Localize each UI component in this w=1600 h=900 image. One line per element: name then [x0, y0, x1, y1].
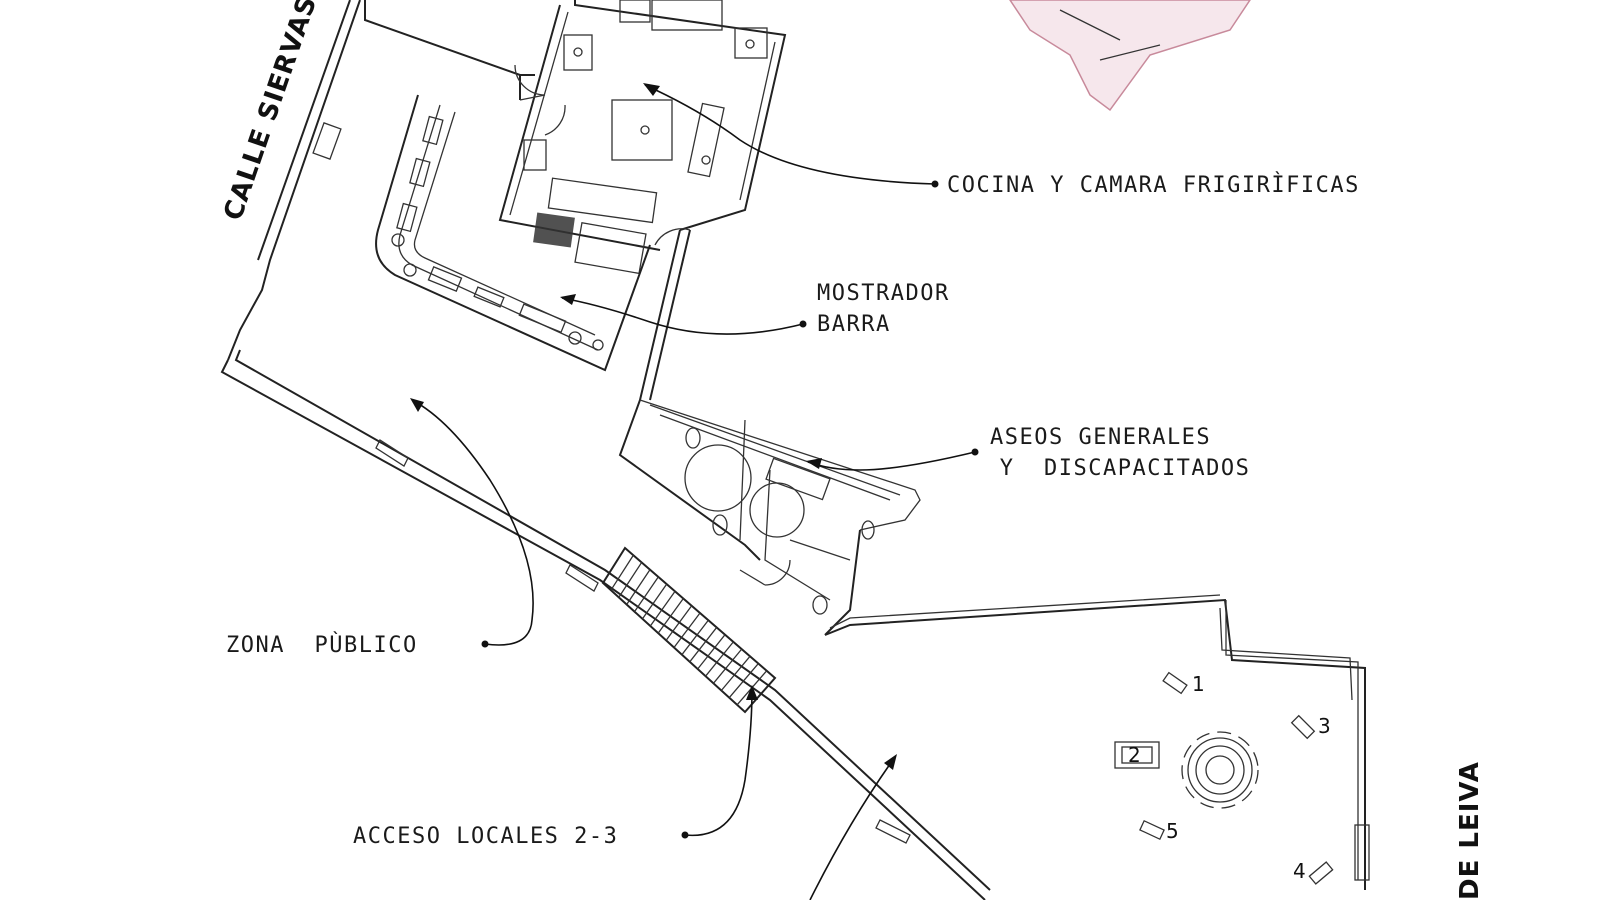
stair-tread: [634, 576, 659, 613]
leader-acceso: [684, 689, 753, 837]
stair-tread: [697, 634, 726, 670]
label-discapacitados: Y DISCAPACITADOS: [985, 456, 1250, 481]
stair-tread: [665, 605, 693, 641]
location-inset: [1009, 0, 1251, 112]
stair-tread: [641, 583, 668, 620]
arrowhead-lower: [884, 754, 897, 770]
stair-tread: [610, 554, 634, 591]
seat-number-2: 2: [1128, 743, 1141, 767]
seat-number-1: 1: [1192, 672, 1205, 696]
labels: CALLE SIERVAS DE LEIVA COCINA Y CAMARA F…: [218, 0, 1485, 900]
label-aseos: ASEOS GENERALES: [990, 425, 1211, 450]
seat-number-3: 3: [1318, 714, 1331, 738]
stairs: [601, 546, 777, 714]
leader-cocina: [644, 84, 936, 185]
bar-counter: [375, 94, 651, 372]
arrowhead-cocina: [643, 83, 660, 96]
arrowhead-zona: [410, 398, 424, 412]
street-label-right: DE LEIVA: [1455, 761, 1485, 900]
interior-walls: [618, 229, 1370, 890]
stair-tread: [649, 590, 676, 627]
leader-aseos: [807, 451, 976, 471]
label-mostrador: MOSTRADOR: [817, 281, 950, 306]
arrowhead-acceso: [746, 685, 758, 700]
restrooms: [649, 404, 901, 615]
stair-tread: [673, 612, 701, 648]
leader-lower: [809, 756, 896, 900]
stair-tread: [618, 562, 643, 598]
street-label-left: CALLE SIERVAS: [218, 0, 323, 224]
arrowhead-aseos: [806, 458, 822, 469]
stair-tread: [657, 598, 684, 634]
lounge-furniture: [1114, 671, 1334, 885]
leader-zona: [411, 399, 534, 646]
leader-mostrador: [561, 297, 804, 335]
stair-tread: [728, 663, 759, 699]
seat-number-4: 4: [1293, 859, 1306, 883]
arrowhead-mostrador: [560, 294, 576, 305]
seat-number-5: 5: [1166, 819, 1179, 843]
kitchen: [498, 0, 787, 275]
exterior-walls: [220, 0, 991, 900]
stair-tread: [689, 627, 718, 663]
stair-tread: [626, 569, 651, 605]
stair-tread: [681, 619, 709, 656]
label-acceso: ACCESO LOCALES 2-3: [353, 824, 618, 849]
stair-tread: [705, 641, 734, 677]
stair-tread: [720, 655, 751, 691]
stair-tread: [712, 648, 743, 684]
leader-lines: [410, 83, 979, 900]
label-barra: BARRA: [817, 312, 891, 337]
label-cocina: COCINA Y CAMARA FRIGIRÌFICAS: [947, 172, 1360, 198]
label-zona-publico: ZONA PÙBLICO: [226, 632, 418, 658]
